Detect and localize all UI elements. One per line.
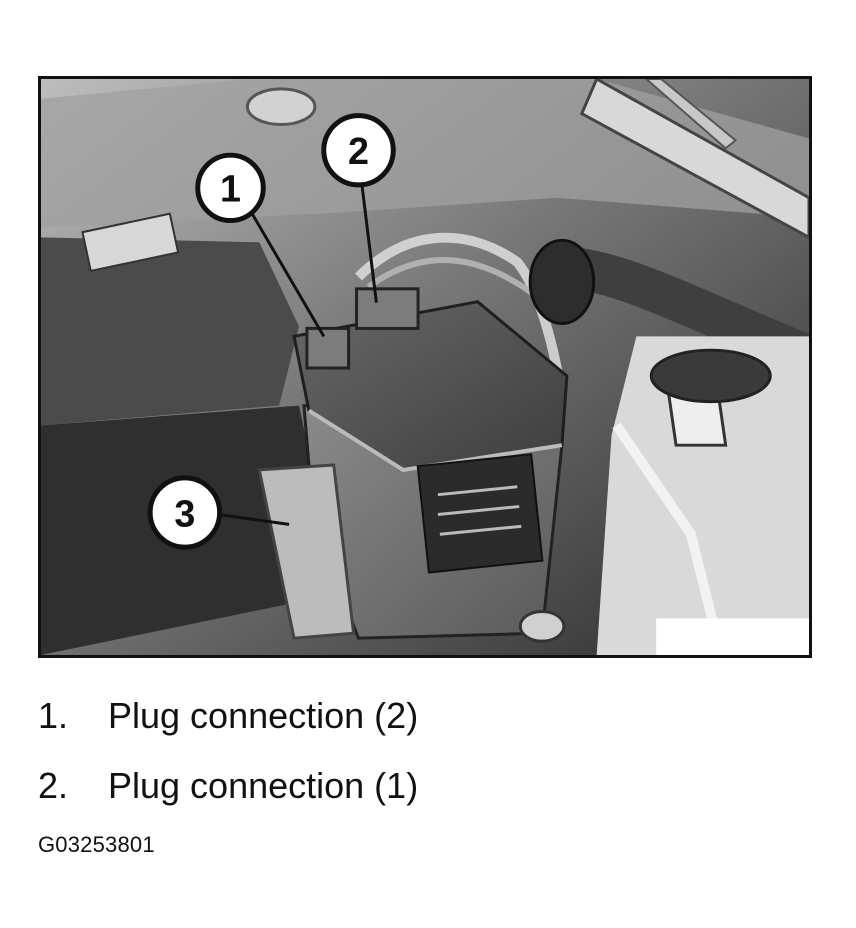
callout-3: 3 — [147, 475, 223, 550]
bottom-right-label — [656, 618, 809, 655]
callout-3-label: 3 — [174, 492, 195, 534]
engine-photo: 1 2 3 — [38, 76, 812, 658]
wiring-harness — [355, 232, 567, 397]
label-line — [439, 524, 522, 536]
callout-1-label: 1 — [220, 168, 241, 210]
lid-edge — [307, 408, 563, 472]
upper-right-bracket — [644, 79, 738, 150]
reservoir — [649, 348, 772, 404]
label-line — [437, 485, 518, 497]
legend-number: 2. — [38, 765, 69, 806]
legend-label: Plug connection (2) — [108, 695, 419, 736]
left-duct — [41, 237, 299, 426]
reservoir-cap — [245, 87, 317, 127]
legend-number: 1. — [38, 695, 69, 736]
engine-photo-illustration: 1 2 3 — [41, 79, 809, 655]
figure-id: G03253801 — [38, 832, 155, 857]
callout-legend: 1. Plug connection (2) 2. Plug connectio… — [38, 698, 738, 838]
wiring-harness-2 — [366, 257, 539, 300]
metal-rod — [612, 422, 721, 635]
hose-clamp — [528, 238, 596, 325]
callout-3-leader — [217, 512, 290, 526]
callout-2: 2 — [321, 113, 396, 188]
callout-1-leader — [246, 204, 326, 338]
mounting-bracket — [257, 463, 356, 640]
callout-1: 1 — [195, 152, 266, 223]
legend-item: 1. Plug connection (2) — [38, 698, 738, 768]
callout-2-label: 2 — [348, 130, 369, 172]
label-line — [437, 505, 520, 516]
callout-2-leader — [359, 172, 378, 303]
right-strut — [579, 79, 809, 240]
plug-connector-1 — [305, 326, 351, 370]
plug-connector-2 — [355, 287, 420, 330]
right-panel — [596, 336, 809, 655]
legend-item: 2. Plug connection (1) — [38, 768, 738, 838]
left-bracket — [81, 212, 180, 273]
control-unit-label — [416, 453, 544, 574]
fastener — [518, 609, 566, 643]
legend-label: Plug connection (1) — [108, 765, 419, 806]
